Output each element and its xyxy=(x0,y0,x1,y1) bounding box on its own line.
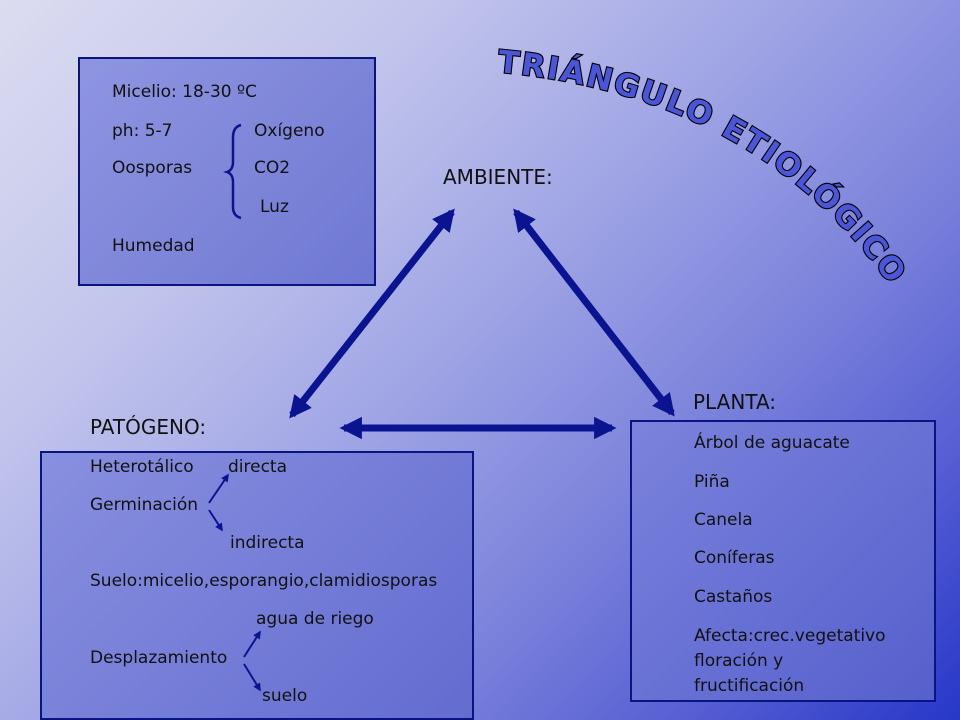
ambiente-luz: Luz xyxy=(260,197,289,217)
arrow-germinacion-indirecta xyxy=(208,509,223,532)
patogeno-agua: agua de riego xyxy=(256,609,374,629)
planta-heading: PLANTA: xyxy=(693,390,777,414)
planta-afecta-2: floración y xyxy=(694,651,784,671)
planta-item: Árbol de aguacate xyxy=(694,433,850,453)
arrow-desplazamiento-suelo xyxy=(243,663,261,692)
arrow-desplazamiento-agua xyxy=(243,630,261,658)
arrow-ambiente-patogeno xyxy=(289,208,455,419)
patogeno-suelo: suelo xyxy=(262,686,308,706)
ambiente-co2: CO2 xyxy=(254,158,291,178)
patogeno-indirecta: indirecta xyxy=(230,533,305,553)
planta-item: Castaños xyxy=(694,587,773,607)
patogeno-heading: PATÓGENO: xyxy=(90,415,207,439)
ambiente-heading: AMBIENTE: xyxy=(443,165,553,189)
planta-box xyxy=(630,420,936,702)
patogeno-germinacion: Germinación xyxy=(90,495,199,515)
planta-afecta-3: fructificación xyxy=(694,676,805,696)
patogeno-box xyxy=(40,451,474,720)
planta-item: Piña xyxy=(694,472,730,492)
brace-icon xyxy=(223,123,242,220)
arrow-ambiente-planta xyxy=(513,208,675,417)
planta-item: Canela xyxy=(694,510,753,530)
ambiente-oxigeno: Oxígeno xyxy=(254,121,325,141)
ambiente-oosporas: Oosporas xyxy=(112,158,193,178)
ambiente-micelio: Micelio: 18-30 ºC xyxy=(112,82,257,102)
ambiente-humedad: Humedad xyxy=(112,236,195,256)
arrow-germinacion-directa xyxy=(208,473,229,504)
ambiente-ph: ph: 5-7 xyxy=(112,121,173,141)
patogeno-directa: directa xyxy=(228,457,288,477)
patogeno-desplazamiento: Desplazamiento xyxy=(90,648,228,668)
patogeno-heterotalico: Heterotálico xyxy=(90,457,194,477)
planta-item: Coníferas xyxy=(694,548,775,568)
planta-item: Afecta:crec.vegetativo xyxy=(694,626,886,646)
patogeno-suelo-line: Suelo:micelio,esporangio,clamidiosporas xyxy=(90,571,438,591)
